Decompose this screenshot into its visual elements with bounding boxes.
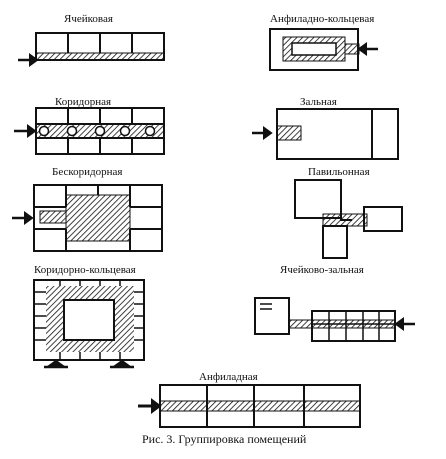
- plan-corridor-ring: [33, 279, 145, 369]
- plan-cell-hall: [254, 297, 415, 342]
- label-enfilade-ring: Анфиладно-кольцевая: [270, 13, 375, 25]
- label-corridor-ring: Коридорно-кольцевая: [34, 264, 136, 276]
- label-corridor: Коридорная: [55, 96, 112, 108]
- label-enfilade: Анфиладная: [199, 371, 258, 383]
- figure-caption: Рис. 3. Группировка помещений: [142, 432, 307, 446]
- label-hall: Зальная: [300, 96, 337, 108]
- label-cell: Ячейковая: [64, 13, 113, 25]
- plan-enfilade: [138, 384, 361, 428]
- plan-hall: [252, 108, 399, 160]
- label-corridorless: Бескоридорная: [52, 166, 123, 178]
- plan-corridor: [14, 107, 165, 155]
- plan-pavilion: [294, 179, 403, 259]
- plan-enfilade-ring: [269, 28, 378, 71]
- plan-cell: [18, 32, 165, 67]
- label-pavilion: Павильонная: [308, 166, 370, 178]
- plan-corridorless: [12, 184, 163, 252]
- label-cell-hall: Ячейково-зальная: [280, 264, 364, 276]
